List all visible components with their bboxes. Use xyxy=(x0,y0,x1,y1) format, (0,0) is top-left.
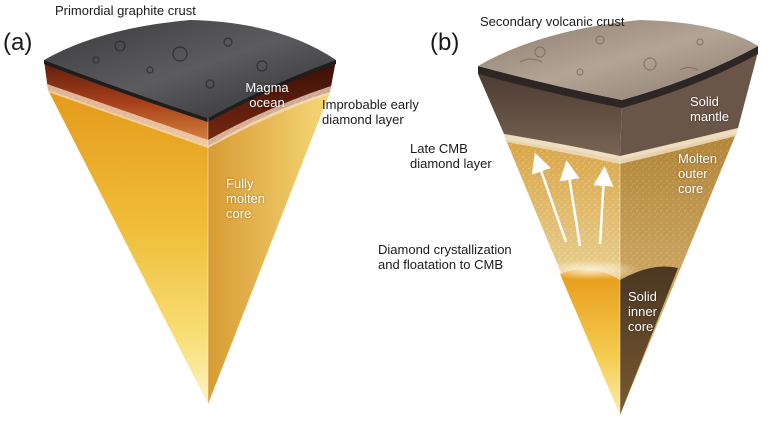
panel-a-label: (a) xyxy=(3,29,33,56)
panel-b-inner-core-right xyxy=(620,266,678,415)
panel-b-cmb-diamond-layer xyxy=(504,128,738,164)
magma-ocean-label: Magma ocean xyxy=(239,80,295,110)
outer-core-label-line-1: Molten xyxy=(678,151,718,166)
solid-inner-core-label: Solid inner core xyxy=(628,289,657,334)
floatation-arrows xyxy=(531,152,614,247)
panel-b-volcanic-crust xyxy=(478,20,758,100)
primordial-graphite-crust-label: Primordial graphite crust xyxy=(55,3,196,18)
diamond-crystallization-label: Diamond crystallization and floatation t… xyxy=(378,242,512,272)
arrow-1 xyxy=(531,152,568,243)
molten-outer-core-label: Molten outer core xyxy=(678,151,717,196)
diamond-label-line-1: Improbable early xyxy=(322,97,419,112)
secondary-volcanic-crust-label: Secondary volcanic crust xyxy=(480,14,625,29)
crater-marks xyxy=(92,37,268,89)
panel-a-core-right-face xyxy=(208,92,330,404)
panel-b-solid-mantle-right xyxy=(620,52,758,156)
panel-b-wedge xyxy=(478,20,758,415)
outer-core-label-line-3: core xyxy=(678,181,704,196)
arrow-2 xyxy=(559,160,582,247)
panel-a-wedge xyxy=(44,20,336,404)
inner-core-label-line-1: Solid xyxy=(628,289,657,304)
panel-a-magma-ocean xyxy=(44,60,208,146)
panel-a-graphite-crust xyxy=(44,20,336,118)
panel-a-core-left-face xyxy=(48,90,208,404)
diamond-label-line-2: diamond layer xyxy=(322,112,404,127)
panel-b-inner-core xyxy=(560,269,620,415)
cmb-label-line-2: diamond layer xyxy=(410,156,492,171)
cryst-label-line-2: and floatation to CMB xyxy=(378,257,504,272)
cryst-label-line-1: Diamond crystallization xyxy=(378,242,512,257)
magma-ocean-label-line-2: ocean xyxy=(249,95,285,110)
mantle-label-line-2: mantle xyxy=(690,109,730,124)
outer-core-label-line-2: outer xyxy=(678,166,708,181)
cmb-label-line-1: Late CMB xyxy=(410,141,468,156)
core-label-line-2: molten xyxy=(226,191,266,206)
arrow-3 xyxy=(593,166,614,245)
late-cmb-diamond-layer-label: Late CMB diamond layer xyxy=(410,141,492,171)
crust-texture-marks xyxy=(519,35,704,76)
core-label-line-3: core xyxy=(226,206,252,221)
inner-core-label-line-2: inner xyxy=(628,304,657,319)
panel-b-solid-mantle xyxy=(478,74,622,156)
solid-mantle-label: Solid mantle xyxy=(690,94,729,124)
improbable-early-diamond-layer-label: Improbable early diamond layer xyxy=(322,97,419,127)
magma-ocean-label-line-1: Magma xyxy=(245,80,289,95)
fully-molten-core-label: Fully molten core xyxy=(226,176,265,221)
panel-b-label: (b) xyxy=(430,29,460,56)
inner-core-label-line-3: core xyxy=(628,319,654,334)
core-label-line-1: Fully xyxy=(226,176,254,191)
mantle-label-line-1: Solid xyxy=(690,94,719,109)
